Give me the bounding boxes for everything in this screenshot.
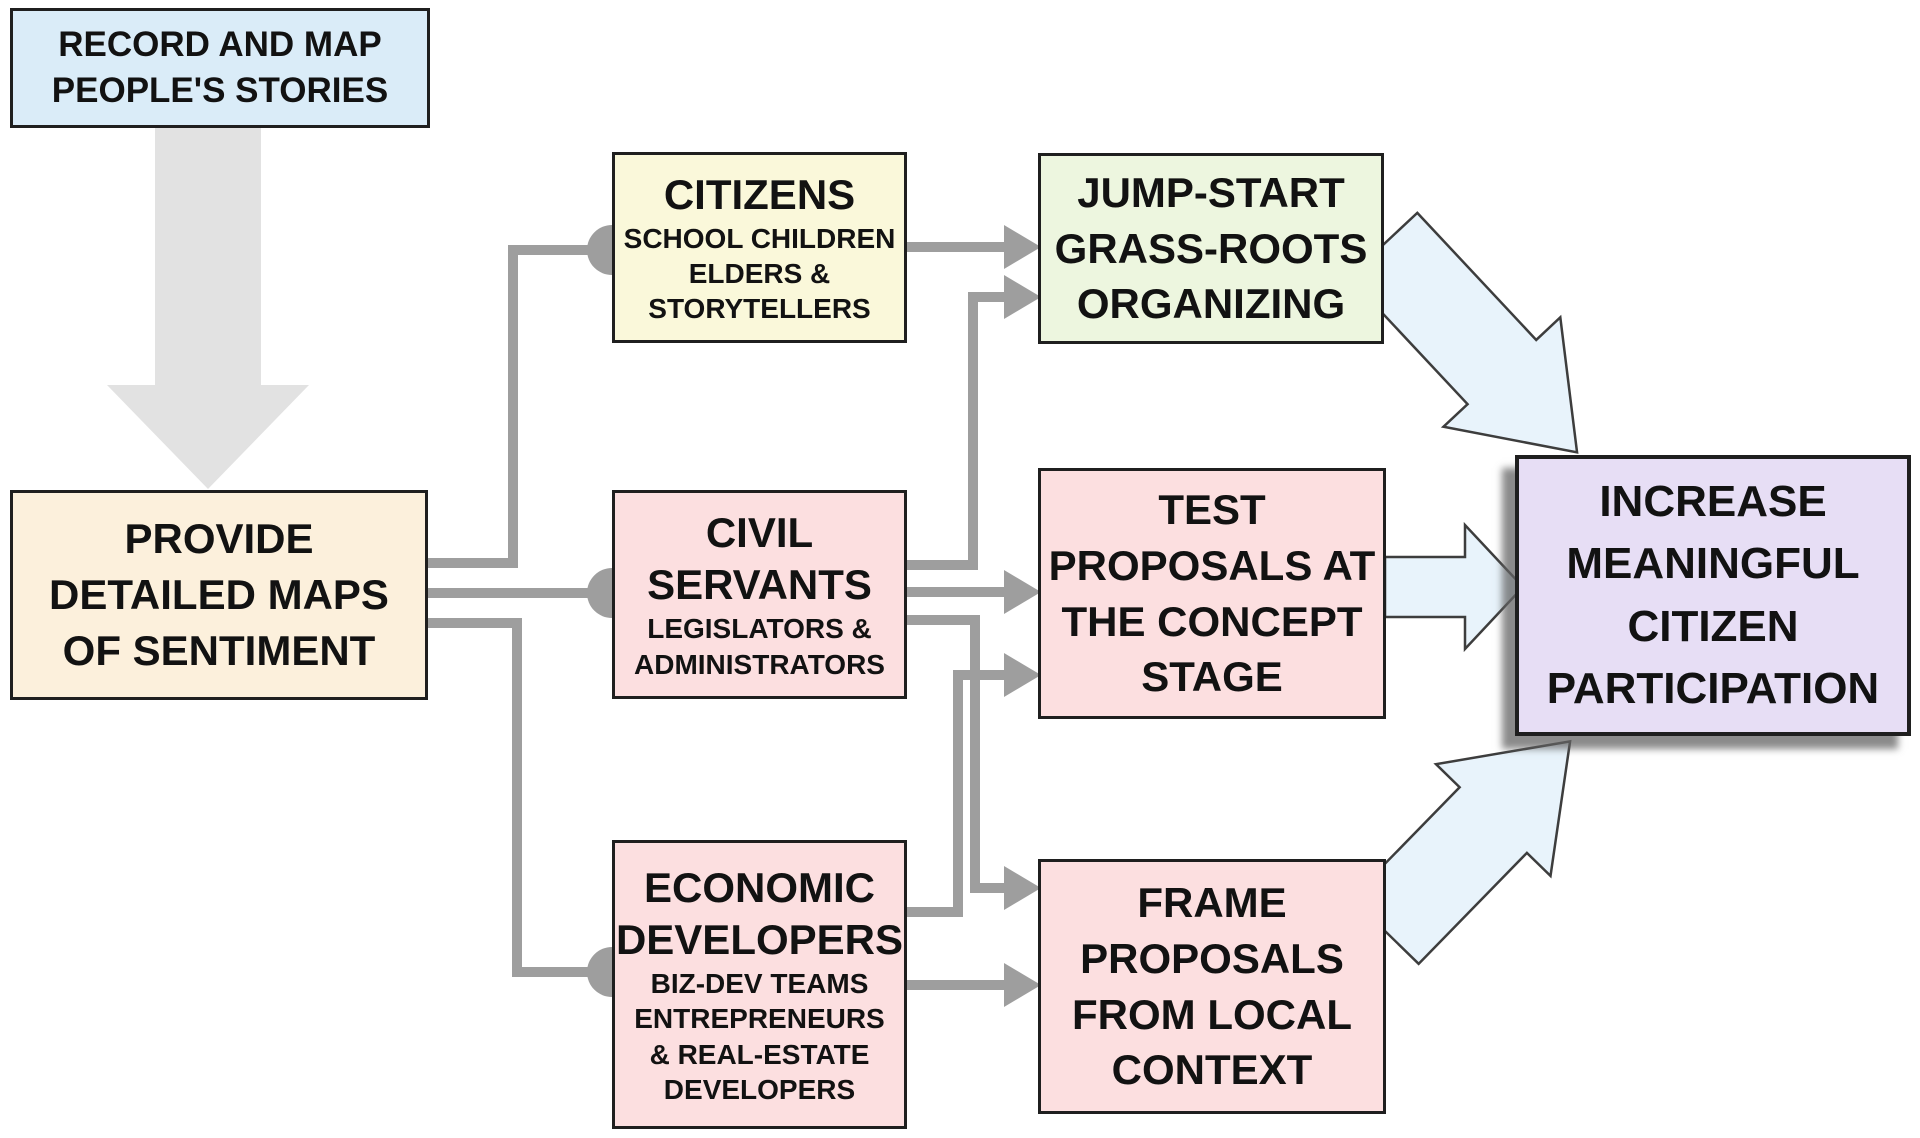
box-economic-developers: ECONOMIC DEVELOPERS BIZ-DEV TEAMS ENTREP… [612, 840, 907, 1129]
box-increase-participation: INCREASE MEANINGFUL CITIZEN PARTICIPATIO… [1515, 455, 1911, 736]
blue-arrow-test-proposals-to-increase [1383, 521, 1525, 653]
box-provide-detailed-maps-label: PROVIDE DETAILED MAPS OF SENTIMENT [49, 515, 389, 674]
box-jump-start-grass-roots: JUMP-START GRASS-ROOTS ORGANIZING [1038, 153, 1384, 344]
box-civil-servants-title: CIVIL SERVANTS [647, 509, 872, 609]
box-increase-participation-label: INCREASE MEANINGFUL CITIZEN PARTICIPATIO… [1546, 476, 1880, 713]
arrow-civil-servants-to-test-proposals [907, 570, 1041, 614]
box-frame-proposals-label: FRAME PROPOSALS FROM LOCAL CONTEXT [1072, 878, 1352, 1094]
box-frame-proposals: FRAME PROPOSALS FROM LOCAL CONTEXT [1038, 859, 1386, 1114]
blue-arrow-frame-proposals-to-increase [1349, 739, 1572, 966]
arrow-civil-servants-to-frame-proposals [907, 615, 1041, 910]
box-record-and-map-label: RECORD AND MAP PEOPLE'S STORIES [51, 24, 389, 110]
box-citizens: CITIZENS SCHOOL CHILDREN ELDERS & STORYT… [612, 152, 907, 343]
box-citizens-subtitle: SCHOOL CHILDREN ELDERS & STORYTELLERS [623, 222, 896, 325]
box-provide-detailed-maps: PROVIDE DETAILED MAPS OF SENTIMENT [10, 490, 428, 700]
connector-provide-to-citizens [428, 225, 637, 568]
box-record-and-map: RECORD AND MAP PEOPLE'S STORIES [10, 8, 430, 128]
connector-provide-to-economic-developers [428, 618, 637, 997]
box-civil-servants-subtitle: LEGISLATORS & ADMINISTRATORS [634, 613, 885, 680]
down-arrow-record-to-provide [107, 126, 309, 489]
box-jump-start-grass-roots-label: JUMP-START GRASS-ROOTS ORGANIZING [1054, 168, 1368, 328]
box-civil-servants: CIVIL SERVANTS LEGISLATORS & ADMINISTRAT… [612, 490, 907, 699]
arrow-economic-developers-to-test-proposals [907, 653, 1041, 917]
connector-provide-to-civil-servants [428, 568, 637, 618]
box-economic-developers-subtitle: BIZ-DEV TEAMS ENTREPRENEURS & REAL-ESTAT… [634, 968, 885, 1105]
arrow-economic-developers-to-frame-proposals [907, 963, 1041, 1007]
box-test-proposals-label: TEST PROPOSALS AT THE CONCEPT STAGE [1048, 485, 1376, 701]
box-test-proposals: TEST PROPOSALS AT THE CONCEPT STAGE [1038, 468, 1386, 719]
box-citizens-title: CITIZENS [663, 170, 856, 218]
arrow-civil-servants-to-jump-start [907, 275, 1041, 570]
box-economic-developers-title: ECONOMIC DEVELOPERS [615, 863, 904, 963]
arrow-citizens-to-jump-start [907, 225, 1041, 269]
